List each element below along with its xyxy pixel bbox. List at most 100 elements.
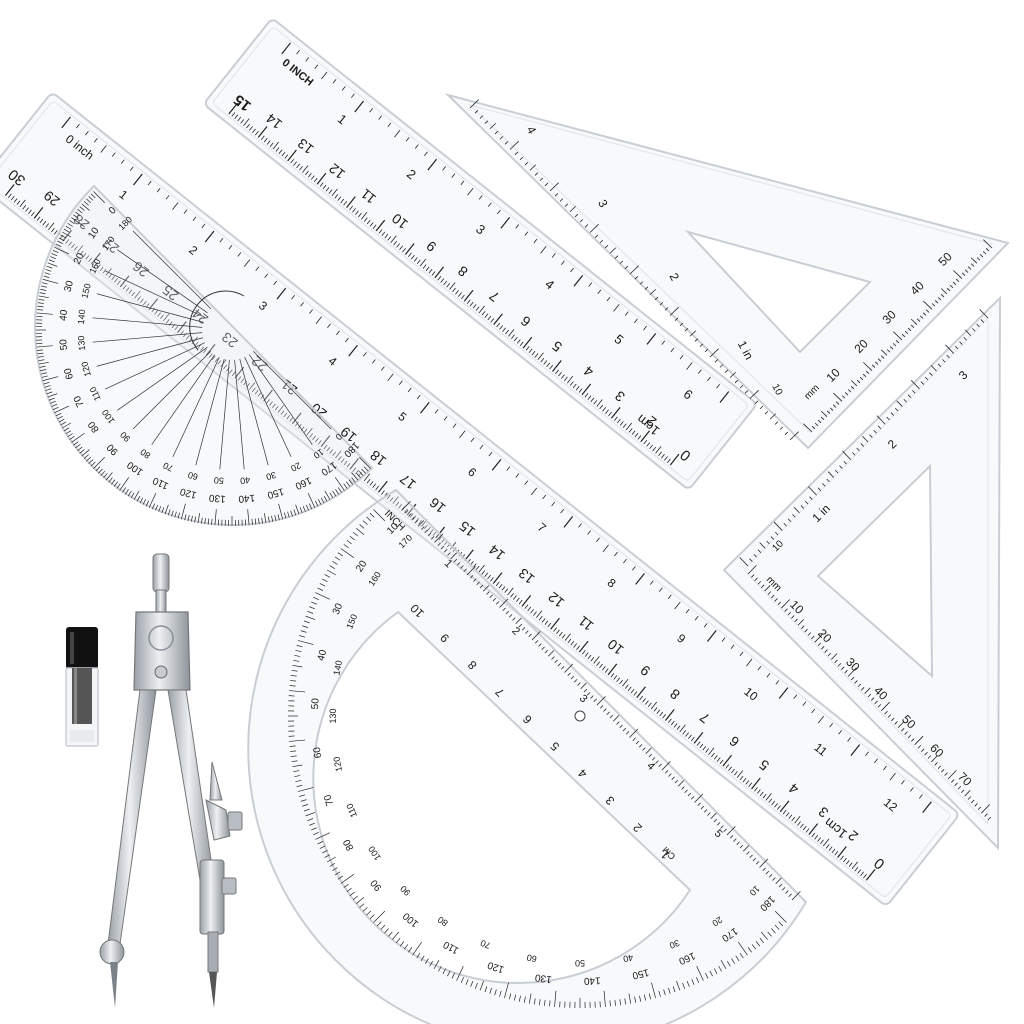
ruler-30-cm-tick [814, 835, 819, 840]
set-square-small-inch-tick [920, 381, 925, 385]
protractor-large-tick [672, 986, 676, 993]
ruler-30-cm-tick [487, 574, 491, 580]
set-square-small-mm-tick [951, 779, 955, 783]
ruler-15-cm-tick [599, 404, 604, 410]
protractor-large-edge-tick [632, 737, 636, 742]
protractor-large-tick [494, 989, 497, 996]
protractor-small-tick [293, 509, 297, 516]
ruler-30-cm-tick [811, 832, 816, 838]
ruler-30-cm-tick [513, 595, 517, 600]
protractor-large-edge-tick [586, 692, 591, 696]
set-square-small-mm-tick [974, 803, 978, 807]
protractor-small-tick [343, 483, 348, 489]
ruler-30-cm-tick [828, 846, 833, 851]
protractor-large-edge-tick [664, 770, 669, 774]
set-square-large-inch-tick [509, 140, 519, 150]
ruler-15-cm-tick [396, 243, 401, 248]
protractor-large-tick [648, 993, 651, 1000]
ruler-30-cm-tick [840, 855, 844, 860]
ruler-15-cm-tick [655, 446, 662, 454]
ruler-30-cm-tick [708, 747, 715, 755]
protractor-large-number: 140 [583, 974, 601, 986]
protractor-large-edge-tick [573, 679, 578, 683]
ruler-15-inch-tick [350, 93, 355, 98]
ruler-30-cm-tick [624, 684, 629, 689]
protractor-small-tick [46, 391, 53, 395]
protractor-small-number: 130 [208, 492, 226, 504]
ruler-30-cm-tick [851, 861, 858, 870]
ruler-30-cm-tick [223, 364, 227, 370]
protractor-large-edge-tick [720, 825, 724, 829]
protractor-small-number: 60 [187, 470, 199, 482]
set-square-large-mm-tick [983, 239, 993, 249]
protractor-small-tick [184, 514, 187, 521]
set-square-large-mm-tick [985, 248, 990, 252]
protractor-small-tick [44, 385, 51, 388]
protractor-large-tick [619, 999, 621, 1006]
set-square-large-inch-tick [689, 330, 697, 337]
set-square-small-inch-tick [890, 412, 895, 416]
protractor-small-tick [44, 272, 51, 275]
ruler-15-inch-tick [716, 384, 720, 389]
protractor-large-edge-tick [551, 656, 555, 660]
protractor-small-tick [48, 259, 55, 263]
protractor-small-number: 150 [79, 282, 93, 299]
protractor-large-edge-tick [609, 714, 614, 719]
ruler-30-cm-tick [556, 629, 560, 635]
set-square-small-mm-tick [947, 770, 957, 780]
ruler-15-cm-tick [296, 163, 300, 169]
protractor-large-tick [412, 941, 422, 956]
ruler-15-cm-tick [513, 336, 518, 342]
set-square-large-mm-tick [923, 300, 933, 310]
ruler-15-cm-tick [434, 266, 445, 279]
set-square-large-inch-tick [664, 307, 669, 311]
ruler-30-cm-tick [13, 198, 18, 203]
protractor-large-edge-tick [456, 562, 461, 566]
ruler-15-inch-tick [661, 340, 666, 345]
ruler-30-cm-tick [392, 496, 399, 504]
set-square-small-mm-tick [987, 816, 992, 821]
protractor-large-tick [682, 982, 685, 989]
protractor-large-tick [691, 979, 695, 985]
set-square-large-mm-tick [835, 401, 840, 405]
ruler-30-cm-tick [137, 296, 141, 301]
ruler-15-inch-tick [332, 79, 337, 84]
protractor-large-edge-tick [577, 682, 581, 686]
ruler-30-inch-tick [120, 159, 125, 164]
protractor-small-tick [307, 492, 316, 508]
ruler-15-inch-tick [597, 289, 602, 295]
protractor-large-edge-tick [505, 610, 510, 615]
ruler-30-cm-tick [664, 709, 675, 721]
set-square-large-mm-tick [886, 349, 891, 353]
set-square-large-mm-tick [895, 340, 900, 344]
ruler-30-cm-tick [854, 866, 859, 872]
ruler-15-cm-tick [614, 416, 618, 421]
protractor-small-number: 80 [138, 447, 152, 461]
ruler-15-cm-tick [469, 301, 474, 307]
ruler-30-cm-tick [696, 741, 701, 746]
ruler-30-cm-tick [596, 661, 600, 666]
set-square-small-mm-tick [764, 585, 771, 592]
ruler-30-cm-tick [478, 564, 485, 573]
protractor-large-edge-tick [762, 867, 766, 872]
ruler-30-inch-tick [694, 615, 699, 621]
ruler-30-inch-tick [757, 665, 762, 671]
ruler-30-cm-tick [340, 458, 345, 463]
protractor-large-tick [346, 539, 352, 545]
protractor-large-tick [317, 841, 324, 845]
ruler-30-inch-tick [192, 216, 197, 221]
protractor-large-number: 60 [526, 952, 538, 964]
ruler-15-cm-tick [549, 364, 554, 370]
ruler-15-inch-tick [500, 216, 511, 229]
protractor-large-tick [289, 685, 296, 687]
set-square-small-mm-tick [847, 667, 857, 677]
ruler-30-inch-tick [172, 202, 179, 210]
set-square-small-mm-tick [817, 642, 822, 647]
protractor-large-tick [420, 955, 425, 962]
protractor-small-tick [187, 515, 190, 522]
ruler-30-cm-tick [289, 417, 293, 422]
ruler-30-inch-tick [674, 601, 681, 610]
ruler-30-inch-tick [273, 280, 278, 286]
ruler-30-inch-tick [829, 722, 834, 728]
set-square-small-inch-tick [980, 319, 985, 323]
